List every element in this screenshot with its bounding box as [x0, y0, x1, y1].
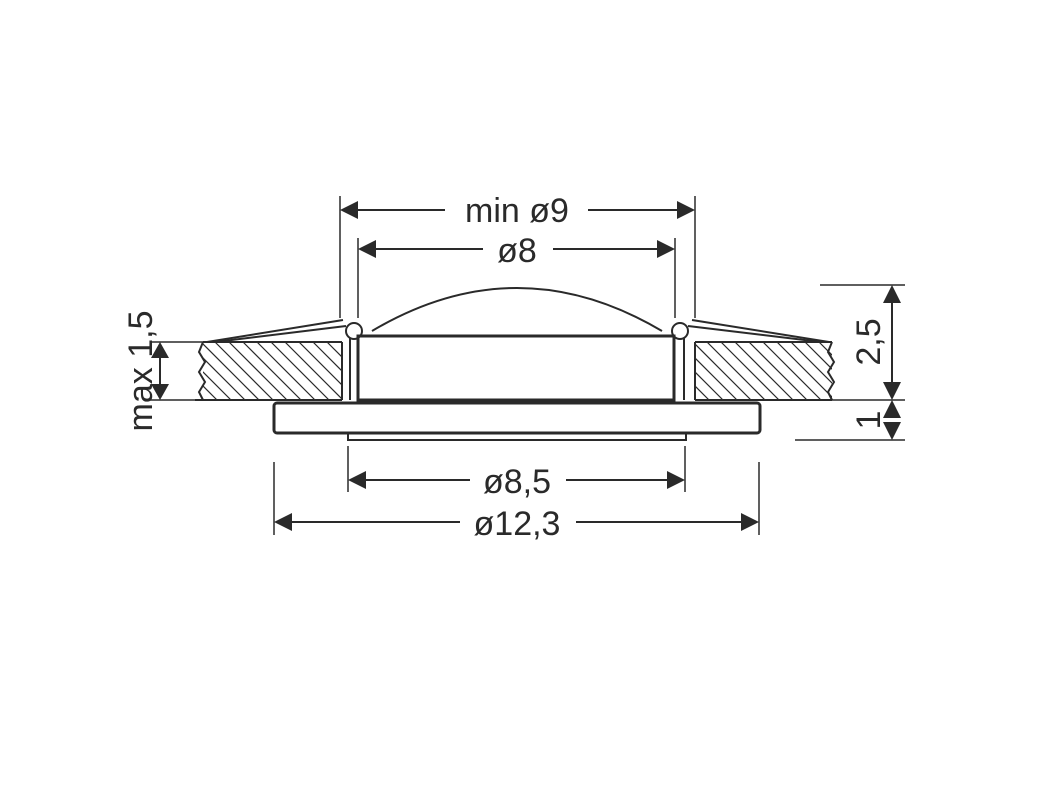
spring-clip-left — [206, 319, 363, 400]
hatch-line — [242, 342, 302, 400]
hatch-line — [695, 342, 752, 400]
hatch-line — [695, 342, 738, 400]
hatch-line — [270, 342, 330, 400]
lens-dome — [371, 287, 663, 332]
hatch-line — [228, 342, 288, 400]
hatch-line — [889, 342, 947, 400]
hatch-line — [256, 342, 316, 400]
label-diameter-8: ø8 — [497, 232, 537, 270]
label-min-diameter-9: min ø9 — [465, 192, 569, 230]
hatch-line — [776, 342, 832, 400]
hatch-line — [790, 342, 832, 400]
hatch-line — [748, 342, 808, 400]
hatch-line — [706, 342, 766, 400]
ceiling-panel-left — [195, 341, 455, 401]
hatch-line — [695, 342, 696, 400]
label-diameter-8-5: ø8,5 — [483, 463, 551, 501]
label-height-1: 1 — [850, 411, 888, 430]
dim-min-diameter-9: min ø9 — [339, 192, 696, 318]
label-max-1-5: max 1,5 — [122, 311, 160, 432]
spring-clip-right — [671, 319, 830, 400]
label-height-2-5: 2,5 — [850, 318, 888, 365]
hatch-line — [203, 342, 218, 400]
hatch-line — [284, 342, 342, 400]
hatch-line — [203, 342, 232, 400]
dim-diameter-8: ø8 — [357, 232, 676, 318]
hatch-line — [369, 342, 427, 400]
hatch-line — [695, 342, 724, 400]
bezel-flange — [272, 401, 762, 435]
ceiling-panel-right — [694, 341, 947, 401]
hatch-line — [355, 342, 413, 400]
hatch-line — [804, 342, 832, 400]
dim-diameter-8-5: ø8,5 — [347, 446, 686, 501]
hatch-line — [383, 342, 441, 400]
hatch-line — [734, 342, 794, 400]
hatch-line — [397, 342, 455, 400]
label-diameter-12-3: ø12,3 — [474, 505, 561, 543]
hatch-line — [203, 342, 260, 400]
hatch-line — [762, 342, 822, 400]
dim-diameter-12-3: ø12,3 — [273, 462, 760, 543]
dim-height-2-5: 2,5 — [820, 284, 905, 401]
hatch-line — [214, 342, 274, 400]
housing-body — [356, 334, 676, 402]
dim-height-1: 1 — [795, 400, 905, 441]
hatch-line — [203, 342, 246, 400]
hatch-line — [720, 342, 780, 400]
hatch-line — [312, 342, 342, 400]
bottom-lens — [347, 433, 687, 441]
hatch-line — [326, 342, 342, 400]
hatch-line — [298, 342, 342, 400]
dim-max-1-5: max 1,5 — [122, 311, 203, 432]
hatch-line — [695, 342, 710, 400]
